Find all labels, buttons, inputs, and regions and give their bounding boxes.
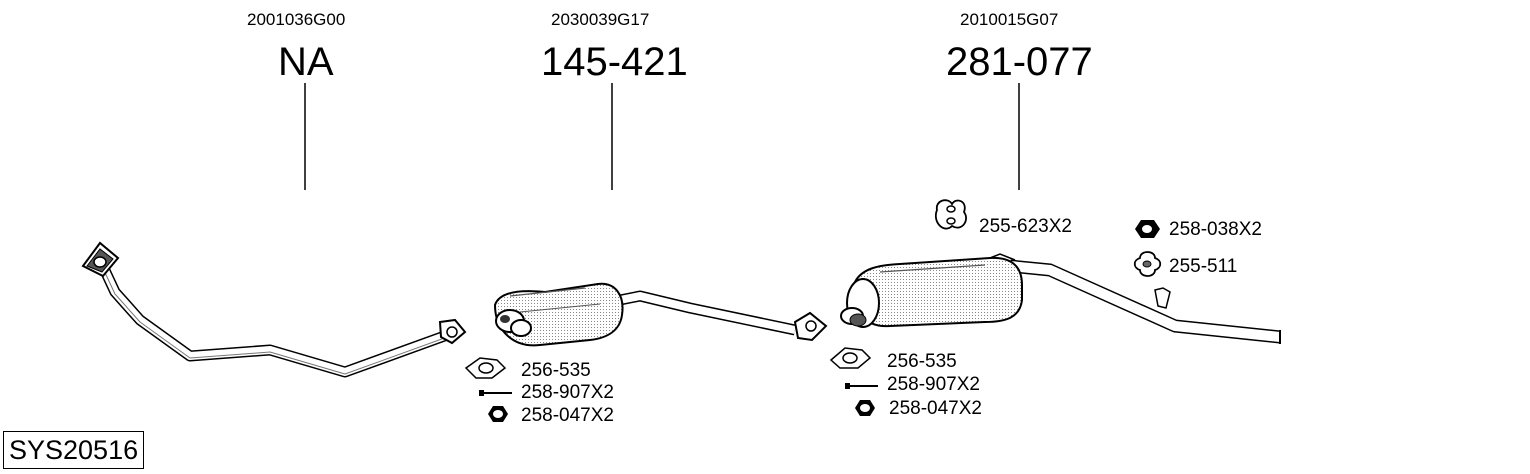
gasket-label: 256-535 (521, 360, 591, 381)
center-silencer (493, 282, 828, 347)
gasket-icon (464, 357, 507, 379)
nut-icon (488, 406, 508, 422)
nut-label: 258-047X2 (889, 398, 982, 419)
system-id-box: SYS20516 (3, 431, 145, 469)
gasket-label: 256-535 (887, 351, 957, 372)
flange-nut-label: 258-038X2 (1169, 219, 1262, 240)
bolt-icon (479, 390, 512, 396)
oe-number-front: 2001036G00 (247, 10, 346, 29)
bolt-icon (845, 383, 878, 389)
flange-nut-icon (1135, 220, 1160, 238)
rubber-mount-icon (1133, 251, 1162, 277)
nut-label: 258-047X2 (521, 405, 614, 426)
bolt-label: 258-907X2 (887, 374, 980, 395)
oe-number-center: 2030039G17 (551, 10, 650, 29)
gasket-icon (829, 347, 872, 369)
part-number-center: 145-421 (541, 40, 688, 84)
part-number-rear: 281-077 (946, 40, 1093, 84)
bolt-label: 258-907X2 (521, 382, 614, 403)
mount-label: 255-511 (1169, 256, 1238, 277)
rubber-hanger-icon (934, 199, 967, 230)
hanger-label: 255-623X2 (979, 216, 1072, 237)
part-number-front: NA (278, 40, 334, 84)
front-pipe (81, 241, 467, 378)
rear-silencer (840, 253, 1281, 344)
oe-number-rear: 2010015G07 (960, 10, 1059, 29)
nut-icon (855, 400, 875, 416)
